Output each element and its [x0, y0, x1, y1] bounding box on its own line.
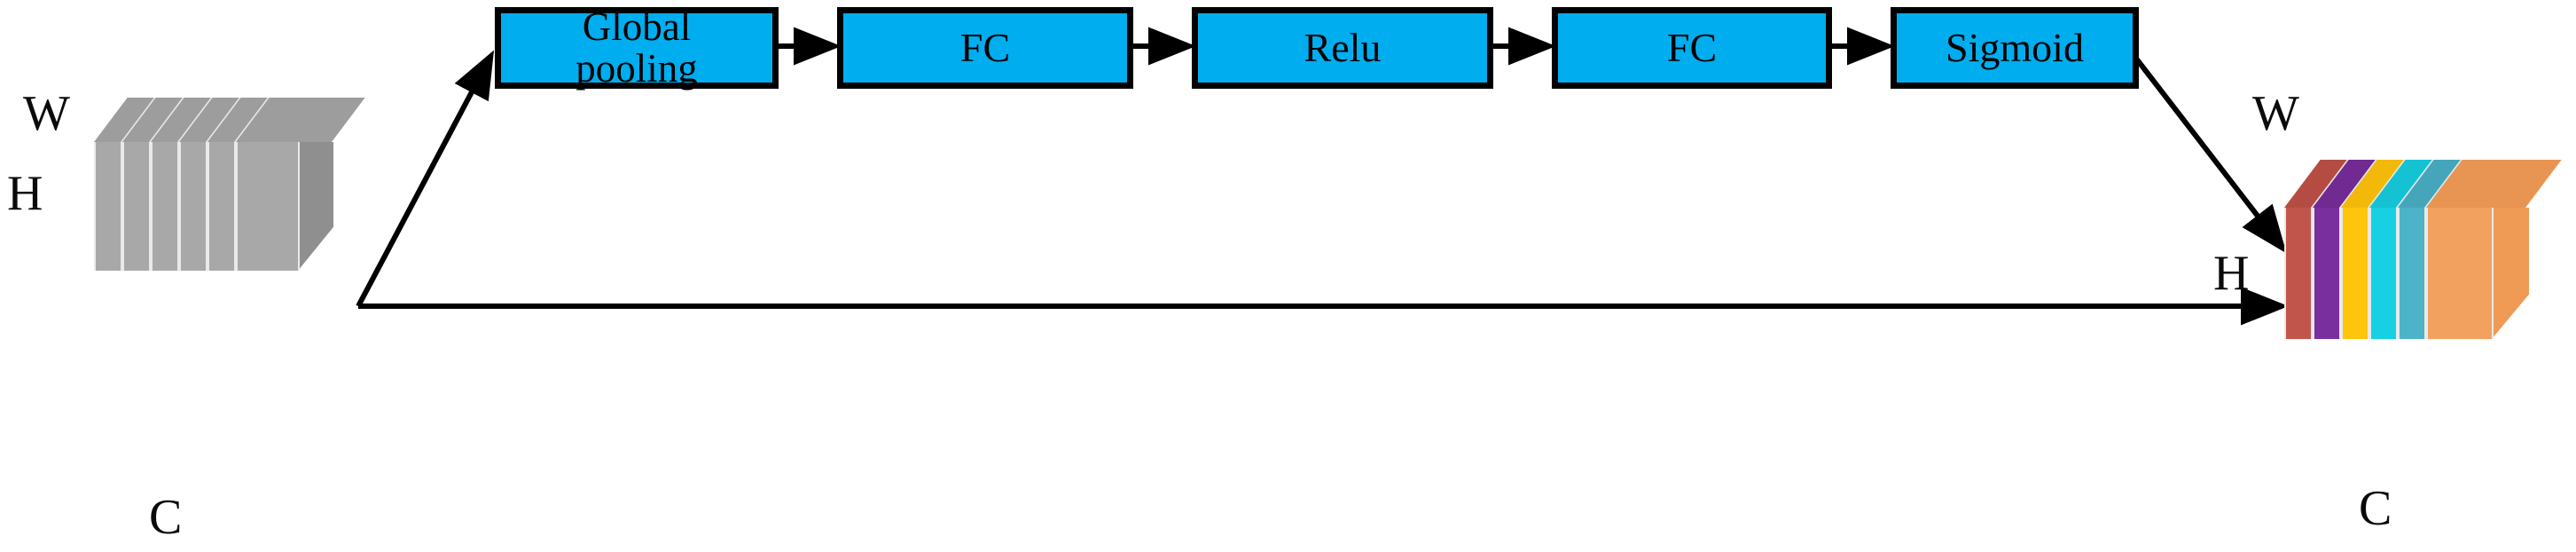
output-axis-label-c: C: [2359, 481, 2392, 536]
input-slab-front-6: [236, 142, 300, 271]
output-axis-label-h: H: [2213, 246, 2250, 301]
op-box-relu[interactable]: Relu: [1192, 7, 1493, 89]
output-axis-label-w: W: [2252, 86, 2299, 141]
op-box-fc-1[interactable]: FC: [837, 7, 1133, 89]
output-slab-front-4: [2369, 208, 2398, 339]
output-slab-front-6: [2426, 208, 2494, 339]
output-slab-front-5: [2398, 208, 2426, 339]
arrow-input-to-global-pooling: [356, 50, 495, 308]
op-box-sigmoid[interactable]: Sigmoid: [1891, 7, 2139, 89]
output-slab-front-1: [2284, 208, 2313, 339]
input-slab-front-2: [122, 142, 151, 271]
input-cube-right-face: [298, 142, 333, 271]
op-box-global-pooling[interactable]: Global pooling: [495, 6, 779, 89]
input-axis-label-w: W: [23, 86, 70, 141]
output-slab-front-2: [2313, 208, 2341, 339]
op-box-fc-2[interactable]: FC: [1552, 7, 1832, 89]
input-slab-front-5: [207, 142, 236, 271]
output-slab-front-3: [2341, 208, 2369, 339]
input-axis-label-h: H: [7, 166, 43, 221]
input-slab-front-1: [94, 142, 122, 271]
input-slab-front-4: [179, 142, 207, 271]
output-feature-map-cube: [2259, 160, 2562, 339]
output-cube-right-face: [2492, 208, 2529, 339]
input-slab-front-3: [151, 142, 179, 271]
input-axis-label-c: C: [149, 490, 183, 545]
input-feature-map-cube: [60, 98, 371, 271]
